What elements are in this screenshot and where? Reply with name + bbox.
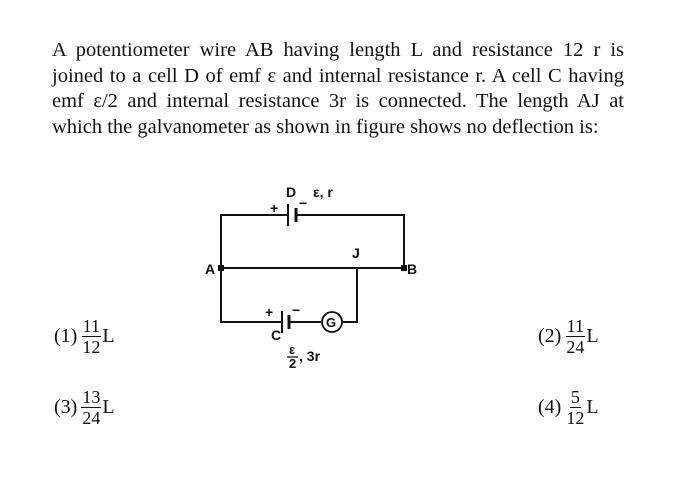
option-2-number: (2) [538,325,562,347]
label-j: J [352,245,360,261]
option-1-fraction: 11 12 [81,316,101,357]
option-2-variable: L [586,325,599,347]
cell-c-emf-suffix: , 3r [299,348,321,364]
label-b: B [407,261,417,277]
option-1-number: (1) [54,325,78,347]
cell-c-plus: + [265,304,273,320]
cell-d-symbol [287,204,298,226]
option-1[interactable]: (1) 11 12 L [54,316,115,357]
cell-d-plus: + [270,200,278,216]
option-3[interactable]: (3) 13 24 L [54,387,115,428]
option-4-fraction: 5 12 [565,387,585,428]
cell-d-label: D [286,184,296,200]
option-1-denominator: 12 [82,337,101,357]
cell-c-emf-numerator: ε [289,342,295,357]
cell-c-symbol [281,311,291,333]
option-1-numerator: 11 [81,316,101,337]
galvanometer-icon [321,311,343,333]
cell-c-emf-denominator: 2 [289,356,296,371]
option-3-number: (3) [54,396,78,418]
label-a: A [205,261,215,277]
end-marker-b [401,265,407,271]
option-4-number: (4) [538,396,562,418]
question-text: A potentiometer wire AB having length L … [52,39,624,138]
cell-d-minus: − [299,195,307,211]
option-2[interactable]: (2) 11 24 L [538,316,599,357]
option-3-variable: L [102,396,115,418]
option-3-numerator: 13 [81,387,102,408]
option-4-numerator: 5 [569,387,581,408]
secondary-circuit-wires [220,268,358,323]
option-3-fraction: 13 24 [81,387,102,428]
option-2-denominator: 24 [566,337,585,357]
cell-c-minus: − [292,302,300,318]
galvanometer-symbol: G [326,315,336,330]
option-2-numerator: 11 [565,316,585,337]
option-1-variable: L [102,325,115,347]
cell-c-label: C [271,327,281,343]
primary-circuit-wires [220,214,405,269]
option-3-denominator: 24 [82,408,101,428]
option-2-fraction: 11 24 [565,316,585,357]
option-4-variable: L [586,396,599,418]
option-4[interactable]: (4) 5 12 L [538,387,599,428]
cell-d-params: ε, r [313,184,333,200]
option-4-denominator: 12 [566,408,585,428]
